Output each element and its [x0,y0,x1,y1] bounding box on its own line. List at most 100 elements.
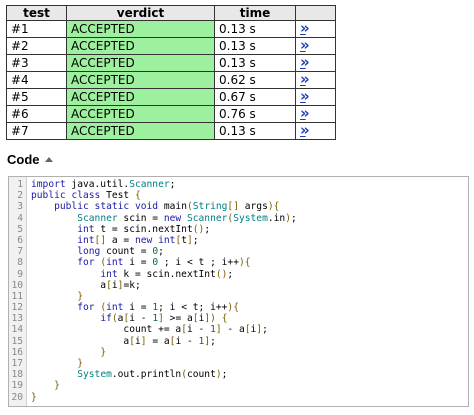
code-text: int[] a = new int[t]; [77,234,199,246]
code-text: int k = scin.nextInt(); [100,268,234,280]
code-line: 1 import java.util.Scanner; [9,179,468,190]
caret-up-icon[interactable] [44,157,53,162]
code-text: public static void main(String[] args){ [54,201,280,213]
verdict-cell: ACCEPTED [66,71,215,89]
line-number: 19 [11,380,23,392]
code-text: System.out.println(count); [77,369,228,381]
code-text: for (int i = 1; i < t; i++){ [77,302,239,314]
code-line: 8 for (int i = 0 ; i < t ; i++){ [9,257,468,268]
time-cell: 0.76 s [214,105,296,123]
line-number: 7 [17,246,23,258]
code-lines: 1 import java.util.Scanner; 2 public class … [9,179,468,403]
double-chevron-right-icon[interactable]: » [300,87,310,105]
double-chevron-right-icon[interactable]: » [300,121,310,139]
code-text: } [31,391,37,403]
line-number: 11 [11,290,23,302]
code-line: 10 a[i]=k; [9,280,468,291]
code-text: Scanner scin = new Scanner(System.in); [77,212,297,224]
verdict-cell: ACCEPTED [66,122,215,140]
line-number: 20 [11,391,23,403]
table-header-row: test verdict time [6,5,336,21]
test-number-cell: #1 [6,20,67,38]
code-line: 9 int k = scin.nextInt(); [9,269,468,280]
header-verdict: verdict [66,5,215,21]
double-chevron-right-icon[interactable]: » [300,104,310,122]
line-number: 1 [17,179,23,190]
line-number: 4 [17,212,23,224]
test-number-cell: #3 [6,54,67,72]
verdict-cell: ACCEPTED [66,20,215,38]
code-line: 3 public static void main(String[] args)… [9,201,468,212]
details-link-cell: » [295,19,336,38]
line-number: 18 [11,369,23,381]
line-number-gutter [9,177,27,406]
details-link-cell: » [295,87,336,106]
code-line: 17 } [9,358,468,369]
test-number-cell: #6 [6,105,67,123]
code-text: } [77,358,83,369]
verdict-cell: ACCEPTED [66,105,215,123]
verdict-cell: ACCEPTED [66,88,215,106]
header-test: test [6,5,67,21]
time-cell: 0.67 s [214,88,296,106]
code-text: } [54,380,60,392]
line-number: 16 [11,346,23,358]
code-line: 16 } [9,347,468,358]
line-number: 13 [11,313,23,325]
code-line: 20} [9,392,468,403]
line-number: 6 [17,234,23,246]
time-cell: 0.13 s [214,122,296,140]
line-number: 14 [11,324,23,336]
test-number-cell: #2 [6,37,67,55]
time-cell: 0.62 s [214,71,296,89]
code-text: import java.util.Scanner; [31,179,176,190]
header-time: time [214,5,296,21]
code-line: 5 int t = scin.nextInt(); [9,224,468,235]
code-text: int t = scin.nextInt(); [77,223,211,235]
code-section-heading[interactable]: Code [7,152,53,167]
code-text: long count = 0; [77,246,164,258]
code-line: 15 a[i] = a[i - 1]; [9,336,468,347]
code-text: if(a[i - 1] >= a[i]) { [100,313,228,325]
double-chevron-right-icon[interactable]: » [300,19,310,37]
line-number: 2 [17,190,23,202]
double-chevron-right-icon[interactable]: » [300,70,310,88]
code-line: 14 count += a[i - 1] - a[i]; [9,324,468,335]
double-chevron-right-icon[interactable]: » [300,36,310,54]
line-number: 3 [17,201,23,213]
details-link-cell: » [295,53,336,72]
code-text: public class Test { [31,190,141,202]
verdict-cell: ACCEPTED [66,37,215,55]
code-line: 19 } [9,380,468,391]
code-line: 2 public class Test { [9,190,468,201]
details-link-cell: » [295,36,336,55]
code-text: a[i]=k; [31,279,141,291]
double-chevron-right-icon[interactable]: » [300,53,310,71]
code-text: } [77,290,83,302]
test-number-cell: #7 [6,122,67,140]
code-line: 13 if(a[i - 1] >= a[i]) { [9,313,468,324]
line-number: 15 [11,335,23,347]
line-number: 10 [11,279,23,291]
code-line: 4 Scanner scin = new Scanner(System.in); [9,213,468,224]
code-line: 7 long count = 0; [9,246,468,257]
test-number-cell: #4 [6,71,67,89]
time-cell: 0.13 s [214,37,296,55]
code-text: } [100,346,107,358]
code-viewer: 1 import java.util.Scanner; 2 public class … [8,176,469,407]
details-link-cell: » [295,104,336,123]
line-number: 5 [17,223,23,235]
code-line: 6 int[] a = new int[t]; [9,235,468,246]
header-link [295,5,336,21]
code-line: 12 for (int i = 1; i < t; i++){ [9,302,468,313]
code-line: 18 System.out.println(count); [9,369,468,380]
code-line: 11 } [9,291,468,302]
line-number: 17 [11,358,23,369]
code-text: for (int i = 0 ; i < t ; i++){ [77,257,251,269]
